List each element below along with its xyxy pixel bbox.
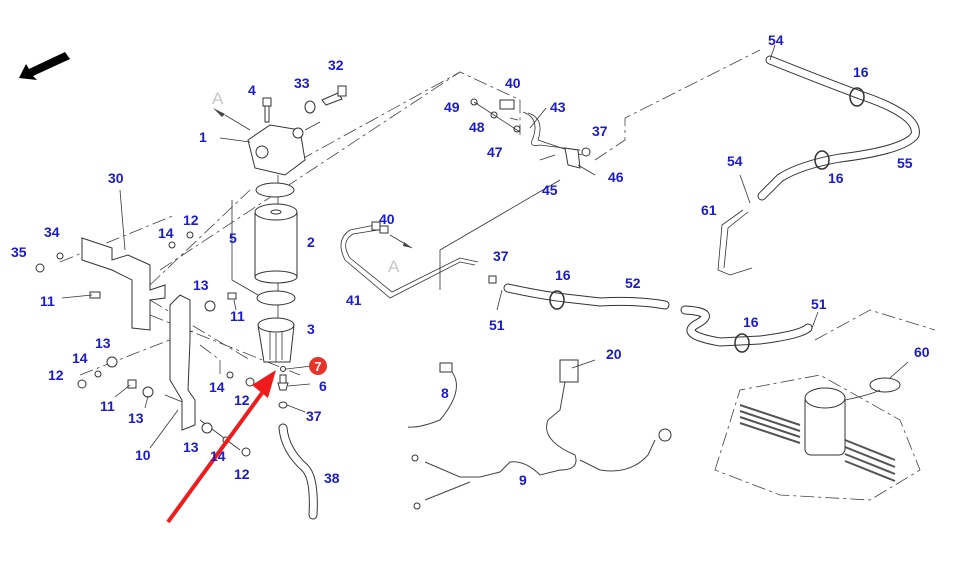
hose-55-part [717, 55, 920, 276]
callout-label[interactable]: 3 [307, 321, 315, 337]
fuel-tank-part [714, 309, 936, 501]
callout-label[interactable]: 41 [346, 292, 362, 308]
highlight-badge-label: 7 [314, 359, 321, 374]
callout-label[interactable]: 52 [625, 275, 641, 291]
callout-label[interactable]: 12 [48, 367, 64, 383]
callout-label[interactable]: 14 [210, 448, 226, 464]
callout-label[interactable]: 16 [853, 64, 869, 80]
callout-label[interactable]: 54 [768, 32, 784, 48]
callout-label[interactable]: 55 [897, 155, 913, 171]
callout-label[interactable]: 13 [183, 439, 199, 455]
callout-label[interactable]: 12 [234, 392, 250, 408]
callout-label[interactable]: 47 [487, 144, 503, 160]
callout-label[interactable]: 37 [493, 248, 509, 264]
direction-arrow-icon [19, 52, 70, 80]
callout-label[interactable]: 16 [828, 170, 844, 186]
leader-5 [231, 200, 259, 296]
callout-label[interactable]: 16 [555, 267, 571, 283]
hardware-set [35, 231, 255, 457]
callout-label[interactable]: 54 [727, 153, 743, 169]
callout-label[interactable]: 46 [608, 169, 624, 185]
callout-label[interactable]: 51 [489, 317, 505, 333]
view-marker-a: A [388, 257, 400, 276]
callout-label[interactable]: 48 [469, 119, 485, 135]
callout-label[interactable]: 51 [811, 296, 827, 312]
harness-9-part [411, 359, 672, 510]
pipe-43-assembly [470, 98, 596, 176]
callout-label[interactable]: 34 [44, 224, 60, 240]
callout-label[interactable]: 32 [328, 57, 344, 73]
hose-51-part [680, 305, 813, 353]
callout-label[interactable]: 40 [505, 75, 521, 91]
callout-label[interactable]: 9 [519, 472, 527, 488]
callout-label[interactable]: 43 [550, 99, 566, 115]
hose-52-part [488, 275, 670, 310]
callout-label[interactable]: 11 [40, 293, 55, 309]
callout-label[interactable]: 11 [230, 308, 245, 324]
callout-label[interactable]: 49 [444, 99, 460, 115]
callout-label[interactable]: 35 [11, 244, 27, 260]
bolt-4-part [262, 97, 272, 123]
callout-label[interactable]: 14 [158, 225, 174, 241]
callout-label[interactable]: 20 [606, 346, 622, 362]
callout-label[interactable]: 1 [199, 129, 207, 145]
seal-7-part [280, 366, 286, 372]
callout-label[interactable]: 13 [95, 335, 111, 351]
drain-valve-6-part [277, 374, 289, 391]
callout-label[interactable]: 14 [209, 379, 225, 395]
callout-label[interactable]: 40 [379, 211, 395, 227]
bracket-30-part [81, 237, 166, 331]
callout-label[interactable]: 60 [914, 344, 930, 360]
callout-label[interactable]: 61 [701, 202, 717, 218]
callout-label[interactable]: 16 [743, 314, 759, 330]
assembly-guide-lines [59, 49, 761, 451]
o-ring-5-part [256, 290, 296, 306]
view-marker-a: A [212, 89, 224, 108]
callout-label[interactable]: 30 [108, 170, 124, 186]
callout-label[interactable]: 45 [542, 182, 558, 198]
harness-8-part [407, 362, 457, 428]
pipe-41-part [340, 221, 479, 299]
callout-label[interactable]: 37 [306, 408, 322, 424]
clamp-37-part [278, 401, 288, 409]
callout-label[interactable]: 12 [234, 466, 250, 482]
callout-label[interactable]: 6 [319, 378, 327, 394]
callout-label[interactable]: 4 [248, 82, 256, 98]
callout-label[interactable]: 14 [72, 350, 88, 366]
callout-label[interactable]: 37 [592, 123, 608, 139]
callout-label[interactable]: 13 [193, 277, 209, 293]
washer-33-part [304, 100, 316, 114]
callout-labels: 32 4 33 1 30 5 2 3 6 37 38 34 35 12 14 1… [11, 32, 930, 488]
callout-label[interactable]: 38 [324, 470, 340, 486]
o-ring-part [255, 182, 295, 198]
drain-hose-38-part [278, 423, 318, 520]
callout-label[interactable]: 10 [135, 447, 151, 463]
fuel-filter-2-part [254, 203, 298, 284]
callout-label[interactable]: 13 [128, 410, 144, 426]
leader-lines [61, 44, 909, 449]
highlight-arrow [166, 370, 276, 524]
callout-label[interactable]: 2 [307, 234, 315, 250]
callout-label[interactable]: 11 [100, 398, 115, 414]
callout-label[interactable]: 5 [229, 230, 237, 246]
water-separator-bowl-part [257, 317, 295, 363]
highlight-badge[interactable]: 7 [285, 357, 327, 375]
callout-label[interactable]: 12 [183, 212, 199, 228]
bolt-32-part [321, 85, 347, 106]
callout-label[interactable]: 8 [441, 385, 449, 401]
bracket-10-part [169, 294, 196, 431]
callout-label[interactable]: 33 [294, 75, 310, 91]
